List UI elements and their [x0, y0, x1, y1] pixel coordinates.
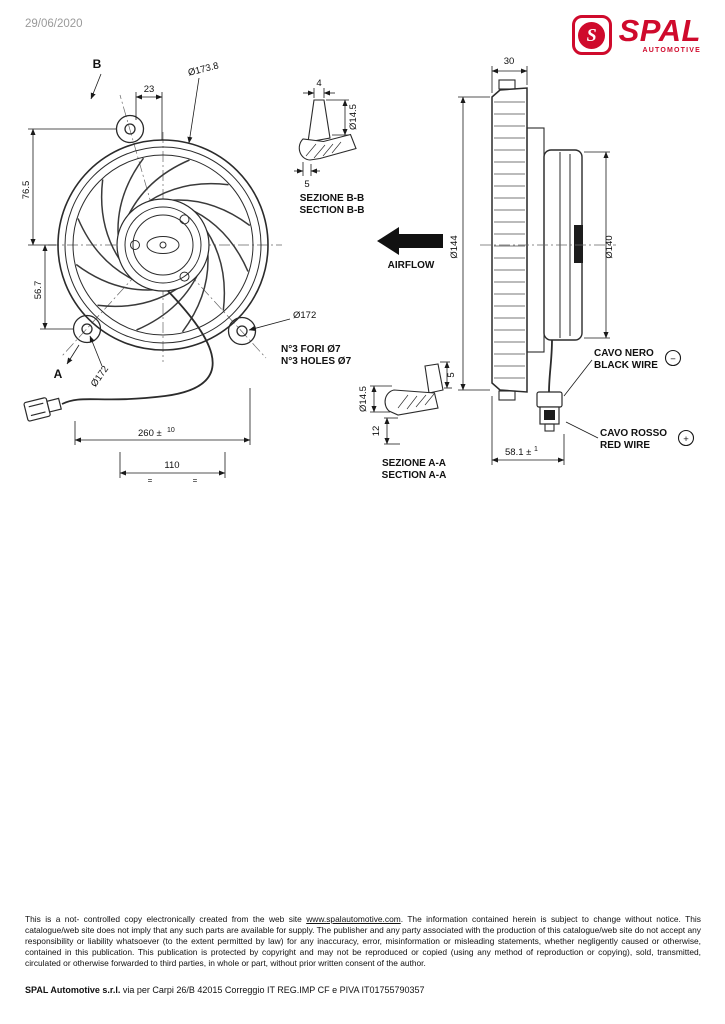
document-date: 29/06/2020: [25, 18, 83, 30]
minus-terminal-icon: [664, 349, 682, 367]
connector-plug: [23, 397, 62, 422]
section-bb-dim-5: 5: [304, 179, 309, 190]
black-wire-label-it: CAVO NERO: [594, 348, 654, 359]
dim-58-1-tolerance: 1: [534, 446, 538, 453]
company-address: via per Carpi 26/B 42015 Correggio IT RE…: [120, 985, 425, 995]
footer-company: SPAL Automotive s.r.l. via per Carpi 26/…: [25, 985, 701, 995]
black-wire-label-en: BLACK WIRE: [594, 360, 658, 371]
fan-outer-ring: [57, 139, 269, 351]
fan-side-view: [480, 79, 616, 432]
plus-sign: +: [683, 434, 689, 445]
holes-note-it: N°3 FORI Ø7: [281, 344, 341, 355]
dim-76-5: 76.5: [21, 181, 32, 200]
dim-110: 110: [164, 460, 179, 471]
section-bb-hatching: [305, 141, 342, 159]
dim-110-eq-right: =: [193, 476, 198, 485]
dim-56-7: 56.7: [33, 281, 44, 300]
plus-terminal-icon: [677, 429, 695, 447]
section-aa-hatching: [397, 393, 435, 410]
dim-30: 30: [504, 56, 515, 67]
dim-d172-right: Ø172: [293, 310, 316, 321]
wire-and-connector: [23, 290, 214, 422]
dim-260: 260 ±: [138, 428, 162, 439]
side-dimension-lines: [491, 66, 610, 465]
red-wire-label-en: RED WIRE: [600, 440, 650, 451]
minus-sign: −: [670, 354, 676, 365]
dim-58-1: 58.1 ±: [505, 447, 531, 458]
section-bb-dim-d14-5: Ø14.5: [348, 104, 359, 130]
disclaimer-text-pre: This is a not- controlled copy electroni…: [25, 914, 307, 924]
section-aa-part: [384, 363, 444, 416]
section-aa-title-en: SECTION A-A: [382, 470, 447, 481]
disclaimer-text-post: . The information contained herein is su…: [25, 914, 701, 969]
side-grille-lines: [494, 101, 525, 379]
section-bb-title-en: SECTION B-B: [300, 205, 365, 216]
section-aa-title-it: SEZIONE A-A: [382, 458, 446, 469]
dim-d173-8: Ø173.8: [187, 60, 220, 78]
section-b-label: B: [93, 57, 102, 71]
red-wire-label-it: CAVO ROSSO: [600, 428, 667, 439]
dim-23: 23: [144, 84, 155, 95]
mounting-tabs: [72, 114, 257, 346]
dim-260-tolerance: 10: [167, 427, 175, 434]
section-aa-dim-5: 5: [446, 372, 457, 377]
section-bb-dimension-lines: [294, 88, 349, 176]
spalautomotive-link[interactable]: www.spalautomotive.com: [306, 914, 401, 924]
section-a-label: A: [54, 367, 63, 381]
spal-logo-icon: S: [571, 15, 612, 55]
footer-disclaimer: This is a not- controlled copy electroni…: [25, 914, 701, 969]
section-aa-dim-d14-5: Ø14.5: [358, 386, 369, 412]
fan-hub: [116, 198, 210, 292]
fan-ring-2: [64, 146, 262, 344]
section-aa-dimension-lines: [370, 361, 452, 445]
airflow-label: AIRFLOW: [388, 260, 435, 271]
section-bb-title-it: SEZIONE B-B: [300, 193, 364, 204]
motor-brush-block: [574, 225, 583, 263]
d144-dimension: [458, 96, 490, 391]
spal-brand: SPAL: [618, 13, 701, 48]
section-bb-part: [298, 99, 357, 161]
spal-subtitle: AUTOMOTIVE: [642, 47, 701, 54]
side-connector: [536, 391, 563, 432]
spal-logo-text: SPAL AUTOMOTIVE: [619, 15, 701, 54]
airflow: AIRFLOW: [377, 227, 443, 271]
dim-d172-left: Ø172: [89, 364, 111, 389]
airflow-arrow-icon: [377, 227, 443, 255]
fan-ring-3: [72, 154, 254, 336]
spal-logo-s-icon: S: [578, 21, 606, 49]
dim-d144: Ø144: [449, 235, 460, 258]
front-dimension-lines: [28, 73, 291, 478]
holes-note-en: N°3 HOLES Ø7: [281, 356, 352, 367]
fan-front-view: [48, 94, 282, 362]
dim-d140: Ø140: [604, 235, 615, 258]
company-name: SPAL Automotive s.r.l.: [25, 985, 121, 995]
section-aa-dim-12: 12: [371, 426, 382, 437]
spal-logo: S SPAL AUTOMOTIVE: [571, 15, 701, 55]
dim-110-eq-left: =: [148, 476, 153, 485]
section-bb-dim-4: 4: [316, 78, 321, 89]
